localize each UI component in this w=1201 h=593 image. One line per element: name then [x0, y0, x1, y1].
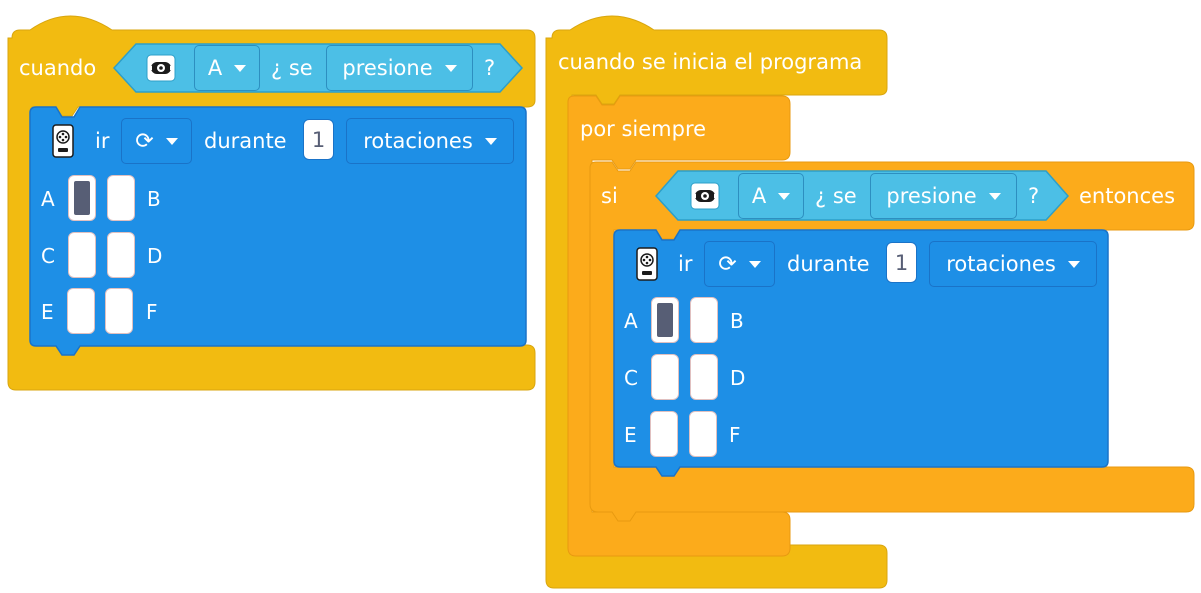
clockwise-rotate-icon: ⟳	[718, 251, 737, 277]
question-prefix: ¿ se	[815, 184, 857, 208]
port-cell-a[interactable]	[68, 175, 96, 221]
port-label-b: B	[730, 309, 744, 333]
port-label-e: E	[41, 300, 54, 324]
sensor-port-dropdown[interactable]: A	[194, 45, 260, 91]
motor-hub-icon[interactable]	[52, 124, 74, 162]
sensor-action-value: presione	[886, 184, 977, 208]
motor-block-2[interactable]	[613, 229, 1109, 477]
hat-label-cuando: cuando	[19, 56, 97, 80]
event-hat-block-2[interactable]	[545, 15, 888, 589]
direction-dropdown[interactable]: ⟳	[121, 118, 192, 164]
then-label: entonces	[1079, 184, 1176, 208]
sensor-action-dropdown[interactable]: presione	[326, 45, 473, 91]
motor-during-label: durante	[787, 252, 870, 276]
direction-dropdown[interactable]: ⟳	[704, 241, 775, 287]
port-label-c: C	[41, 244, 55, 268]
chevron-down-icon	[1067, 260, 1080, 268]
hat-label-program-start: cuando se inicia el programa	[558, 50, 863, 74]
chevron-down-icon	[988, 192, 1001, 200]
sensor-action-value: presione	[342, 56, 433, 80]
clockwise-rotate-icon: ⟳	[135, 128, 154, 154]
sensor-port-value: A	[751, 184, 767, 208]
chevron-down-icon	[484, 137, 497, 145]
force-sensor-icon[interactable]	[690, 182, 720, 214]
port-cell-f[interactable]	[105, 288, 133, 334]
amount-input[interactable]: 1	[303, 119, 334, 160]
motor-during-label: durante	[204, 129, 287, 153]
motor-hub-icon[interactable]	[636, 247, 658, 285]
port-label-f: F	[729, 423, 741, 447]
port-label-c: C	[624, 366, 638, 390]
chevron-down-icon	[748, 260, 761, 268]
sensor-port-dropdown[interactable]: A	[738, 173, 804, 219]
port-label-a: A	[41, 187, 55, 211]
sensor-port-value: A	[207, 56, 223, 80]
chevron-down-icon	[234, 64, 247, 72]
unit-dropdown[interactable]: rotaciones	[929, 241, 1097, 287]
unit-value: rotaciones	[363, 129, 473, 153]
question-suffix: ?	[484, 56, 496, 80]
chevron-down-icon	[165, 137, 178, 145]
force-sensor-icon[interactable]	[146, 54, 176, 86]
motor-block-1[interactable]	[29, 106, 527, 356]
forever-loop-block[interactable]	[567, 95, 791, 557]
if-label: si	[601, 184, 618, 208]
port-cell-d[interactable]	[690, 354, 718, 400]
forever-label: por siempre	[580, 117, 707, 141]
port-cell-e[interactable]	[67, 288, 95, 334]
port-cell-c[interactable]	[68, 232, 96, 278]
port-label-e: E	[624, 423, 637, 447]
port-cell-b[interactable]	[107, 175, 135, 221]
amount-input[interactable]: 1	[886, 242, 917, 283]
port-label-d: D	[147, 244, 163, 268]
sensor-condition-2[interactable]	[654, 170, 1070, 221]
port-cell-f[interactable]	[689, 411, 717, 457]
port-cell-a[interactable]	[651, 297, 679, 343]
unit-value: rotaciones	[946, 252, 1056, 276]
question-suffix: ?	[1028, 184, 1040, 208]
port-label-f: F	[146, 300, 158, 324]
port-cell-e[interactable]	[650, 411, 678, 457]
if-then-block[interactable]	[589, 161, 1195, 522]
port-cell-c[interactable]	[651, 354, 679, 400]
port-label-d: D	[730, 366, 746, 390]
motor-go-label: ir	[95, 129, 110, 153]
sensor-condition-1[interactable]	[112, 43, 524, 93]
chevron-down-icon	[444, 64, 457, 72]
question-prefix: ¿ se	[271, 56, 313, 80]
unit-dropdown[interactable]: rotaciones	[346, 118, 514, 164]
sensor-action-dropdown[interactable]: presione	[870, 173, 1017, 219]
port-label-b: B	[147, 187, 161, 211]
motor-go-label: ir	[678, 252, 693, 276]
chevron-down-icon	[778, 192, 791, 200]
port-cell-d[interactable]	[107, 232, 135, 278]
port-label-a: A	[624, 309, 638, 333]
port-cell-b[interactable]	[690, 297, 718, 343]
